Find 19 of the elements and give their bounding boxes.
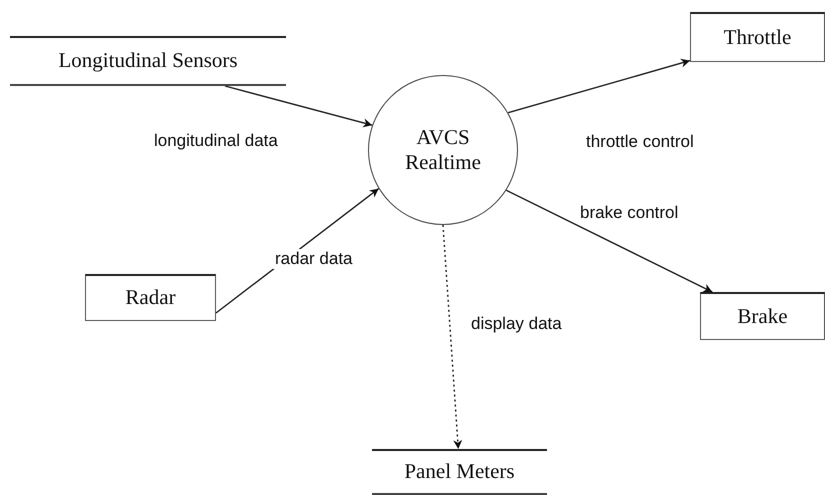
arrow: [508, 58, 690, 114]
edge-label: display data: [469, 314, 564, 334]
arrow: [506, 190, 713, 293]
arrow: [224, 85, 372, 128]
dashed-arrow: [442, 224, 462, 450]
edge-label: radar data: [273, 249, 354, 269]
data-store-box: [10, 36, 286, 86]
node-label: Longitudinal Sensors: [58, 48, 238, 74]
edge-label: longitudinal data: [152, 131, 280, 151]
entity-box: [690, 12, 825, 62]
entity-box: [700, 292, 825, 340]
process-circle: [368, 75, 518, 225]
node-label: Throttle: [724, 24, 792, 50]
node-label: Brake: [737, 304, 788, 330]
entity-box: [85, 274, 216, 321]
node-label: Panel Meters: [404, 459, 515, 485]
node-label: Radar: [125, 285, 176, 311]
node-label: AVCS Realtime: [404, 124, 482, 176]
data-store-box: [372, 449, 547, 495]
